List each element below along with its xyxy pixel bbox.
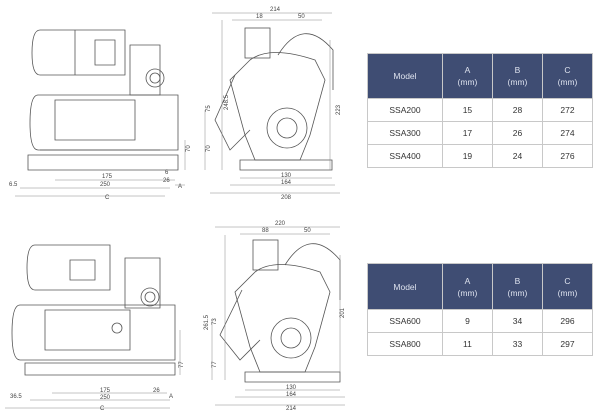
dim-73: 73 <box>212 318 218 325</box>
header-b: B(mm) <box>491 53 543 99</box>
dim-70-front: 70 <box>206 145 212 152</box>
header-c: C(mm) <box>541 263 594 310</box>
header-model: Model <box>367 53 443 99</box>
header-b: B(mm) <box>491 263 543 310</box>
dim-A: A <box>178 184 182 190</box>
dim-201: 201 <box>340 307 346 318</box>
dim-C: C <box>100 406 105 410</box>
dim-C: C <box>105 195 110 201</box>
dim-70: 70 <box>186 145 192 152</box>
header-c: C(mm) <box>541 53 594 99</box>
dim-250: 250 <box>100 182 111 188</box>
dim-130: 130 <box>281 173 292 179</box>
header-model: Model <box>367 263 443 310</box>
dim-50: 50 <box>304 228 311 234</box>
top-front-view: 214 18 50 248.5 223 75 70 130 164 208 <box>204 7 342 201</box>
dim-220: 220 <box>275 221 286 227</box>
dim-26: 26 <box>153 388 160 394</box>
dim-18: 18 <box>256 14 263 20</box>
dim-75: 75 <box>206 105 212 112</box>
dim-77-front: 77 <box>212 361 218 368</box>
dim-26: 26 <box>163 178 170 184</box>
dim-77: 77 <box>179 361 185 368</box>
dim-214: 214 <box>270 7 281 13</box>
dim-175: 175 <box>102 174 113 180</box>
dim-50: 50 <box>298 14 305 20</box>
bottom-front-view: 220 88 50 261.5 201 73 77 130 164 214 <box>204 221 346 410</box>
dim-36-5: 36.5 <box>10 394 22 400</box>
dim-208: 208 <box>281 195 292 201</box>
header-a: A(mm) <box>441 263 493 310</box>
table-header-row: Model A(mm) B(mm) C(mm) <box>367 53 594 99</box>
dim-250: 250 <box>100 395 111 401</box>
dim-A: A <box>169 394 173 400</box>
dim-88: 88 <box>262 228 269 234</box>
dim-175: 175 <box>100 388 111 394</box>
dim-248-5: 248.5 <box>224 94 230 110</box>
dim-261-5: 261.5 <box>204 314 210 330</box>
bottom-side-view: 175 250 26 36.5 A C 77 <box>5 244 185 410</box>
dim-130: 130 <box>286 385 297 391</box>
dim-164: 164 <box>281 180 292 186</box>
dim-223: 223 <box>336 104 342 115</box>
dim-6-5: 6.5 <box>9 182 18 188</box>
dim-164: 164 <box>286 392 297 398</box>
top-side-view: 175 250 26 6 6.5 A C 70 <box>9 29 192 201</box>
dim-214: 214 <box>286 406 297 410</box>
dim-6: 6 <box>165 170 169 176</box>
header-a: A(mm) <box>441 53 493 99</box>
table-header-row: Model A(mm) B(mm) C(mm) <box>367 263 594 310</box>
